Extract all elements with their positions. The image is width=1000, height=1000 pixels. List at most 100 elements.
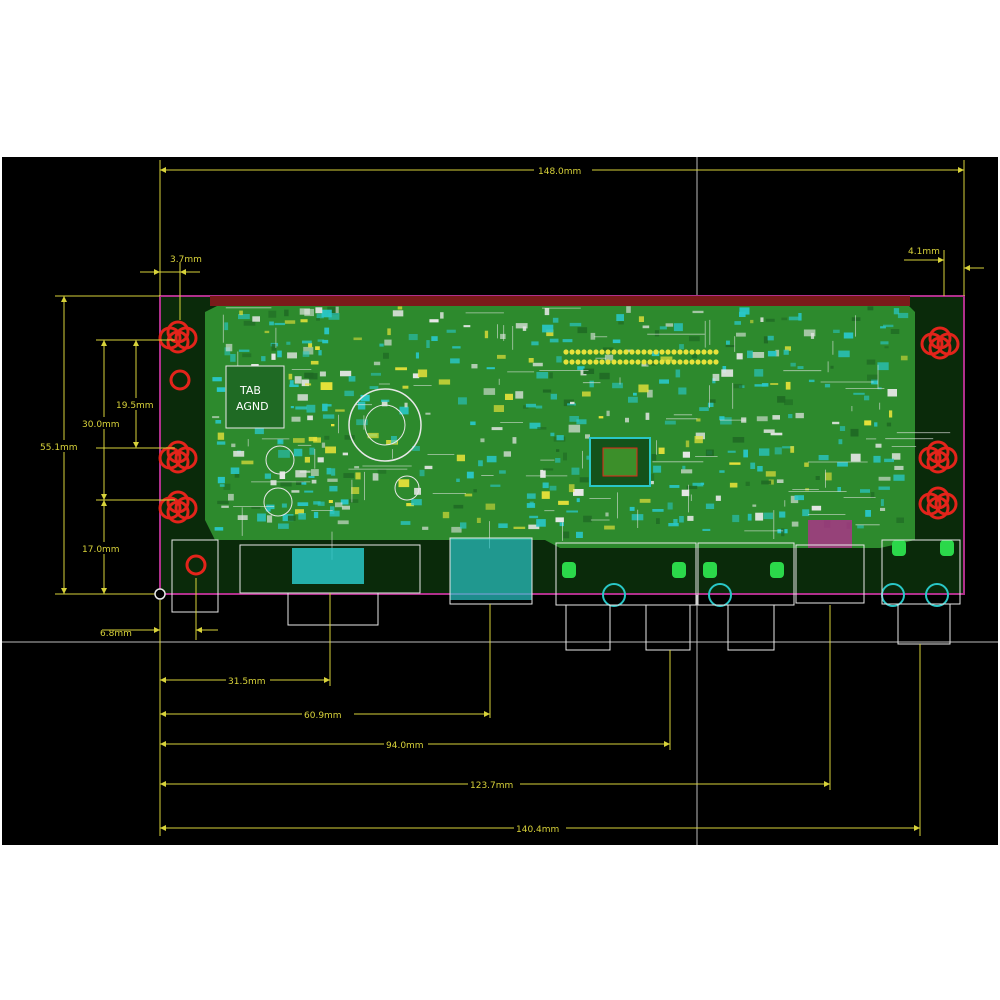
- smd-component: [727, 450, 736, 453]
- smd-component: [284, 309, 289, 317]
- smd-component: [679, 344, 684, 350]
- smd-component: [874, 422, 878, 427]
- smd-component: [804, 462, 809, 467]
- smd-component: [456, 454, 465, 462]
- header-pin: [707, 359, 713, 365]
- smd-component: [344, 390, 354, 397]
- smd-component: [788, 414, 793, 419]
- smd-component: [319, 371, 326, 377]
- smd-component: [528, 524, 540, 530]
- capacitor-small-1: [265, 445, 295, 475]
- smd-component: [278, 440, 282, 443]
- smd-component: [453, 504, 464, 509]
- smd-component: [257, 513, 266, 522]
- smd-component: [303, 346, 314, 355]
- smd-component: [279, 471, 286, 479]
- smd-component: [335, 502, 343, 508]
- smd-component: [291, 490, 300, 493]
- smd-component: [536, 519, 546, 527]
- smd-component: [372, 473, 379, 481]
- smd-component: [499, 470, 506, 474]
- smd-component: [729, 462, 741, 465]
- smd-component: [291, 416, 301, 422]
- smd-component: [384, 339, 392, 346]
- smd-component: [893, 308, 900, 315]
- smd-component: [768, 479, 774, 485]
- smd-component: [678, 387, 687, 395]
- smd-component: [340, 370, 352, 377]
- smd-component: [691, 354, 698, 359]
- smd-component: [626, 306, 631, 313]
- smd-component: [331, 424, 335, 427]
- smd-component: [313, 501, 321, 505]
- smd-component: [549, 338, 559, 343]
- smd-component: [590, 332, 596, 340]
- smd-component: [752, 504, 757, 507]
- chip-label-top: TAB: [239, 384, 261, 397]
- smd-component: [544, 308, 550, 316]
- usb-connector-pads: [808, 520, 852, 548]
- smd-component: [579, 477, 589, 483]
- smd-component: [715, 495, 721, 501]
- dimension-arrowhead: [914, 825, 920, 831]
- smd-component: [490, 484, 501, 487]
- smd-component: [344, 435, 355, 440]
- dimension-arrowhead: [61, 296, 67, 302]
- dimension-arrowhead: [160, 677, 166, 683]
- smd-component: [269, 321, 274, 326]
- smd-component: [563, 399, 574, 407]
- smd-component: [301, 379, 310, 387]
- smd-component: [317, 339, 325, 342]
- smd-component: [238, 314, 250, 320]
- header-pin: [689, 349, 695, 355]
- header-pin: [563, 359, 569, 365]
- smd-component: [425, 412, 431, 415]
- smd-component: [278, 523, 289, 529]
- smd-component: [832, 421, 840, 425]
- smd-component: [327, 478, 338, 482]
- smd-component: [295, 406, 307, 410]
- smd-component: [563, 531, 570, 539]
- smd-component: [326, 467, 332, 475]
- dimension-arrowhead: [61, 588, 67, 594]
- smd-component: [238, 349, 250, 352]
- smd-component: [231, 443, 236, 448]
- smd-component: [348, 376, 356, 382]
- smd-component: [540, 469, 546, 478]
- smd-component: [381, 400, 388, 407]
- audio-jack-2: [708, 583, 732, 607]
- dimension-arrowhead: [180, 269, 186, 275]
- smd-component: [392, 310, 404, 317]
- dimension-arrowhead: [133, 340, 139, 346]
- smd-component: [215, 420, 222, 424]
- smd-component: [763, 429, 775, 433]
- smd-component: [759, 448, 770, 456]
- smd-component: [335, 306, 339, 314]
- smd-component: [877, 362, 889, 371]
- smd-component: [300, 319, 308, 323]
- smd-component: [286, 341, 291, 345]
- smd-component: [612, 382, 623, 389]
- dimension-arrowhead: [160, 741, 166, 747]
- smd-component: [431, 336, 438, 341]
- smd-component: [241, 460, 254, 465]
- dimension-arrowhead: [484, 711, 490, 717]
- smd-component: [473, 489, 477, 493]
- smd-component: [602, 347, 614, 352]
- smd-component: [304, 372, 314, 378]
- yellow-header: [563, 349, 719, 365]
- mounting-pad-ring: [926, 496, 950, 520]
- dim-connector-4: 123.7mm: [470, 781, 513, 791]
- smd-component: [315, 346, 320, 350]
- smd-component: [529, 501, 534, 507]
- smd-component: [321, 309, 332, 318]
- smd-component: [860, 489, 870, 493]
- smd-component: [541, 491, 550, 499]
- smd-component: [555, 517, 564, 523]
- smd-component: [383, 352, 389, 359]
- smd-component: [875, 443, 882, 448]
- smd-component: [673, 519, 678, 526]
- header-pin: [569, 359, 575, 365]
- vga-connector-pads: [292, 548, 364, 584]
- smd-component: [725, 345, 735, 348]
